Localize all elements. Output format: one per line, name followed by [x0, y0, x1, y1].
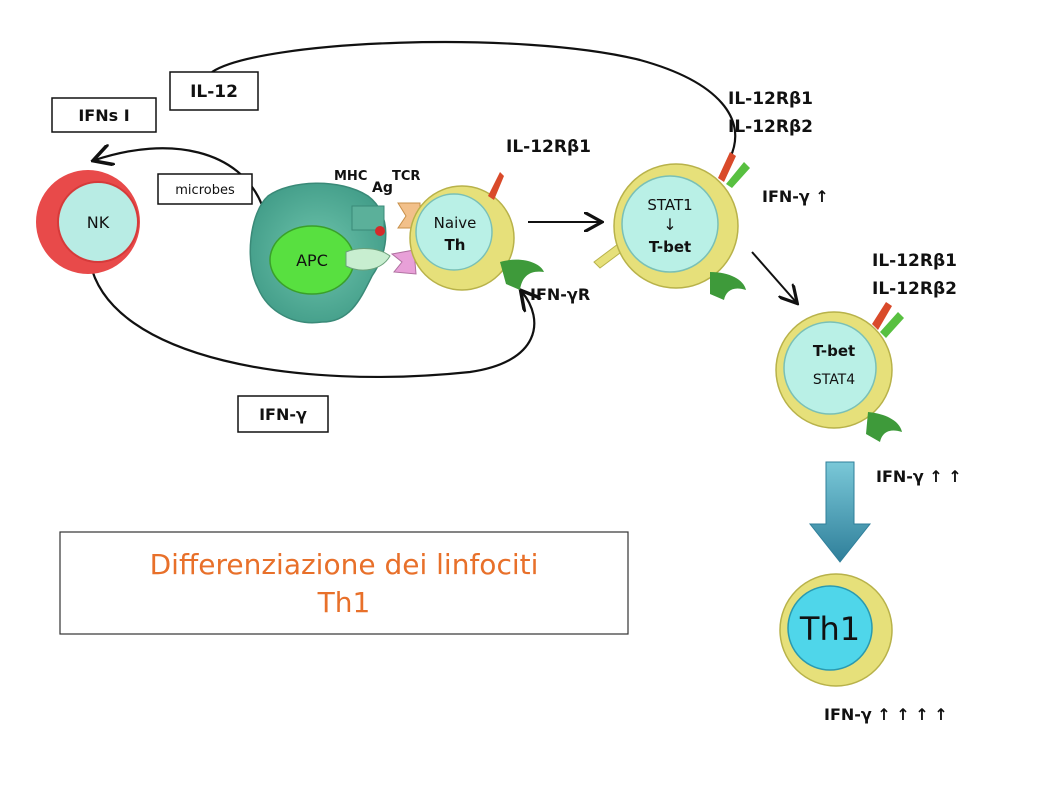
naive-th-label-1: Naive [434, 214, 477, 232]
arrow-stat1-to-stat4 [751, 251, 796, 302]
title-line1: Differenziazione dei linfociti [150, 548, 539, 581]
ifns-box-label: IFNs I [78, 106, 129, 125]
naive-th-cell: Naive Th [409, 172, 544, 291]
ifng-up4-label: IFN-γ ↑ ↑ ↑ ↑ [824, 705, 948, 724]
il12rb2-c2-label: IL-12Rβ2 [728, 117, 813, 137]
nk-cell: NK [36, 170, 140, 274]
apc-label: APC [296, 251, 328, 270]
il12rb1-c2-label: IL-12Rβ1 [728, 89, 813, 109]
ag-label: Ag [372, 180, 393, 196]
apc-cell: APC [249, 182, 391, 324]
mhc-label: MHC [334, 169, 367, 184]
il12-box: IL-12 [169, 71, 259, 111]
stat4-cell: T-bet STAT4 [775, 302, 904, 442]
th1-cell: Th1 [779, 573, 893, 687]
il12-box-label: IL-12 [190, 82, 238, 102]
tbet-label-1: T-bet [649, 238, 691, 256]
tcr-label: TCR [392, 169, 420, 184]
stat1-cell: STAT1 ↓ T-bet [593, 152, 750, 300]
il12rb1-naive-label: IL-12Rβ1 [506, 137, 591, 157]
title-box: Differenziazione dei linfociti Th1 [59, 531, 629, 635]
microbes-box-label: microbes [175, 183, 235, 198]
il12rb2-c3-label: IL-12Rβ2 [872, 279, 957, 299]
stat1-label: STAT1 [647, 196, 692, 214]
il12-signal-arc [211, 40, 737, 159]
tbet-label-2: T-bet [813, 342, 855, 360]
stat1-arrow: ↓ [663, 215, 676, 234]
ifng-up2-label: IFN-γ ↑ ↑ [876, 467, 962, 486]
il12rb1-c3-label: IL-12Rβ1 [872, 251, 957, 271]
ifng-loop-arc [88, 261, 534, 379]
big-down-arrow [808, 461, 872, 563]
microbes-box: microbes [157, 173, 253, 205]
ifng-box: IFN-γ [237, 395, 329, 433]
ifngr-label: IFN-γR [530, 285, 590, 304]
antigen-dot [375, 226, 385, 236]
naive-th-label-2: Th [445, 236, 466, 254]
stat4-label: STAT4 [813, 372, 855, 388]
ifng-box-label: IFN-γ [259, 405, 307, 424]
nk-label: NK [87, 213, 110, 232]
co-receptor [390, 249, 417, 275]
ifns-box: IFNs I [51, 97, 157, 133]
title-line2: Th1 [317, 586, 371, 619]
ifng-up1-label: IFN-γ ↑ [762, 187, 829, 206]
th1-label: Th1 [799, 610, 860, 648]
